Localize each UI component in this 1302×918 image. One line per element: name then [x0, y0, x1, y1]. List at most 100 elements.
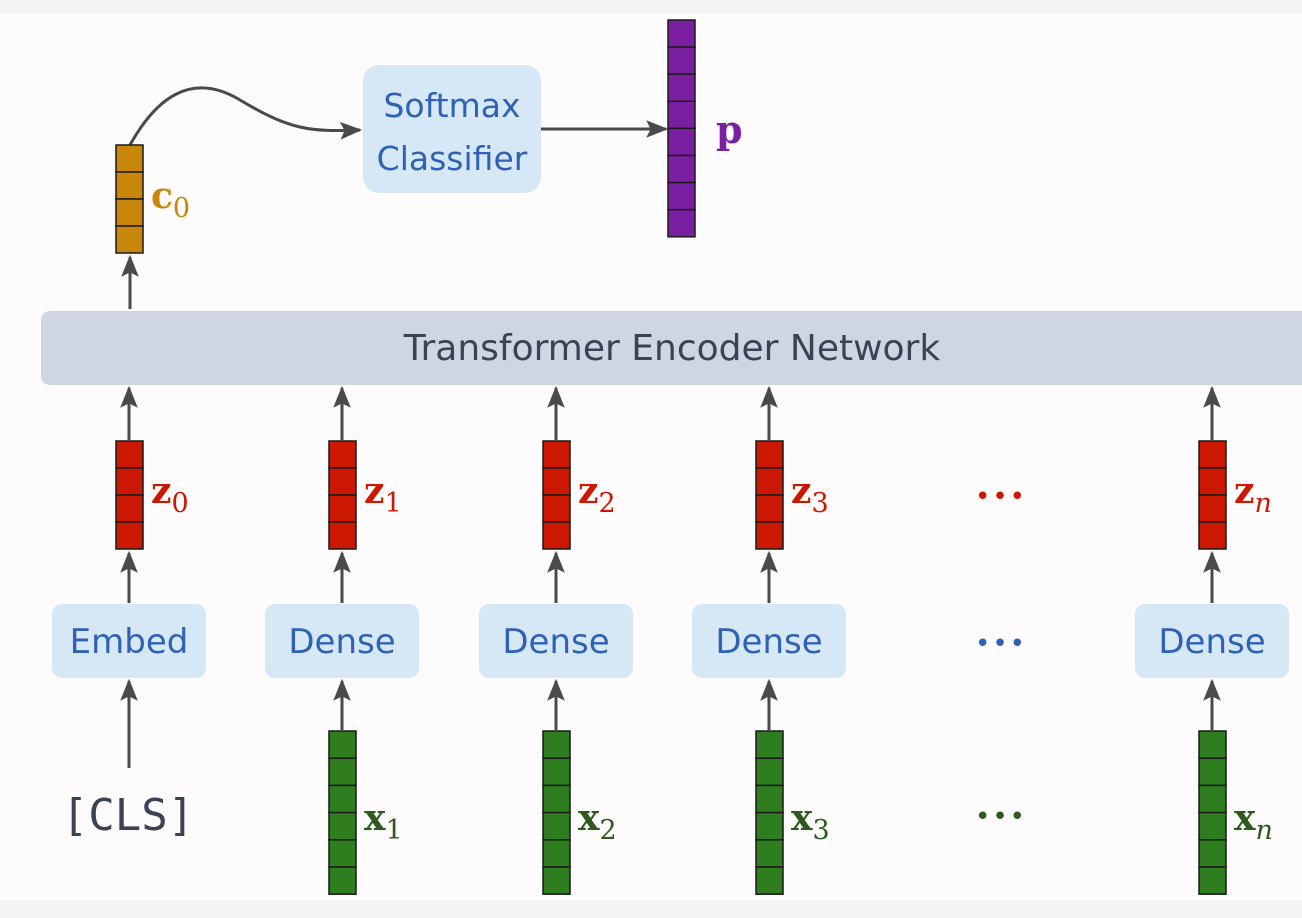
x-vector-cell — [1198, 839, 1227, 868]
x-vector-cell — [328, 784, 357, 814]
z-vector-cell — [755, 440, 784, 469]
softmax-classifier: Softmax Classifier — [363, 65, 541, 193]
p-vector-cell-group-cell — [667, 208, 696, 238]
dense-label: Dense — [1158, 622, 1265, 662]
x-label: x1 — [364, 797, 403, 846]
x-vector-cell — [1198, 730, 1227, 759]
z-vector-cell — [1198, 440, 1227, 469]
block-box — [265, 604, 419, 678]
x-vector-cell — [328, 866, 357, 895]
z-vector — [542, 440, 571, 550]
x-vector-cell — [755, 730, 784, 759]
z-vector — [1198, 440, 1227, 550]
x-vector-cell — [328, 757, 357, 787]
c0-to-softmax-arrow — [128, 86, 363, 146]
p-vector-cell-group-cell — [667, 181, 696, 211]
c0-vector-cell-group-cell — [115, 144, 144, 173]
z-vector-cell — [328, 494, 357, 523]
z-vector-cell — [115, 440, 144, 469]
z-vector-cell — [328, 521, 357, 550]
z-vector-cell — [115, 467, 144, 496]
p-output-vector — [667, 19, 696, 238]
encoder-label: Transformer Encoder Network — [403, 328, 941, 369]
c0-vector-cell-group — [115, 144, 144, 254]
z-vector-cell — [755, 467, 784, 496]
dense-label: Dense — [715, 622, 822, 662]
c0-vector — [115, 144, 144, 254]
z-label: zn — [1234, 470, 1272, 519]
x-vector-cell — [542, 839, 571, 868]
z-label: z1 — [364, 470, 402, 519]
block-box — [52, 604, 206, 678]
x-vector-cell — [755, 839, 784, 868]
x-vector-cell — [328, 730, 357, 759]
softmax-label: Softmax — [383, 86, 520, 125]
cls-token: [CLS] — [62, 790, 194, 841]
p-vector-cell-group-cell — [667, 100, 696, 130]
dense-ellipsis: ••• — [975, 629, 1027, 659]
z-vector — [328, 440, 357, 550]
token-columns: z0Embedz1Densex1z2Densex2z3Densex3znDens… — [52, 385, 1289, 895]
c0-vector-cell-group-cell — [115, 171, 144, 200]
c0-label: c0 — [151, 175, 190, 224]
x-vector — [1198, 730, 1227, 895]
z-vector-cell — [542, 494, 571, 523]
z-vector — [115, 440, 144, 550]
z-vector-cell — [328, 440, 357, 469]
z-vector-cell — [328, 467, 357, 496]
embed-label: Embed — [70, 622, 189, 662]
z-vector-cell — [755, 494, 784, 523]
x-vector-cell — [328, 839, 357, 868]
x-vector-cell — [1198, 811, 1227, 841]
x-label: xn — [1234, 797, 1273, 846]
x-vector — [542, 730, 571, 895]
x-vector-cell — [1198, 784, 1227, 814]
z-vector — [755, 440, 784, 550]
z-vector-cell — [755, 521, 784, 550]
block-box — [692, 604, 846, 678]
z-label: z0 — [151, 470, 189, 519]
dense-label: Dense — [502, 622, 609, 662]
x-vector — [328, 730, 357, 895]
x-label: x2 — [578, 797, 617, 846]
z-vector-cell — [542, 521, 571, 550]
top-margin-bar — [0, 0, 1302, 13]
z-label: z2 — [578, 470, 616, 519]
x-vector-cell — [755, 784, 784, 814]
x-vector-cell — [542, 784, 571, 814]
dense-label: Dense — [288, 622, 395, 662]
p-vector-cell-group-cell — [667, 19, 696, 48]
x-label: x3 — [791, 797, 830, 846]
p-vector-cell-group-cell — [667, 46, 696, 75]
z-vector-cell — [542, 467, 571, 496]
c0-vector-cell-group-cell — [115, 198, 144, 227]
block-box — [1135, 604, 1289, 678]
bottom-margin-bar — [0, 900, 1302, 918]
p-vector-cell-group-cell — [667, 127, 696, 157]
x-vector-cell — [542, 757, 571, 787]
x-vector-cell — [328, 811, 357, 841]
z-vector-cell — [115, 521, 144, 550]
x-ellipsis: ••• — [975, 802, 1027, 832]
block-box — [479, 604, 633, 678]
z-vector-cell — [1198, 521, 1227, 550]
z-vector-cell — [1198, 494, 1227, 523]
x-vector-cell — [542, 730, 571, 759]
x-vector-cell — [1198, 866, 1227, 895]
x-vector-cell — [542, 811, 571, 841]
x-vector-cell — [755, 866, 784, 895]
z-vector-cell — [115, 494, 144, 523]
x-vector — [755, 730, 784, 895]
p-label: p — [716, 107, 743, 152]
p-vector-cell-group-cell — [667, 73, 696, 103]
c0-vector-cell-group-cell — [115, 225, 144, 254]
z-ellipsis: ••• — [975, 482, 1027, 512]
classifier-label: Classifier — [377, 139, 528, 178]
